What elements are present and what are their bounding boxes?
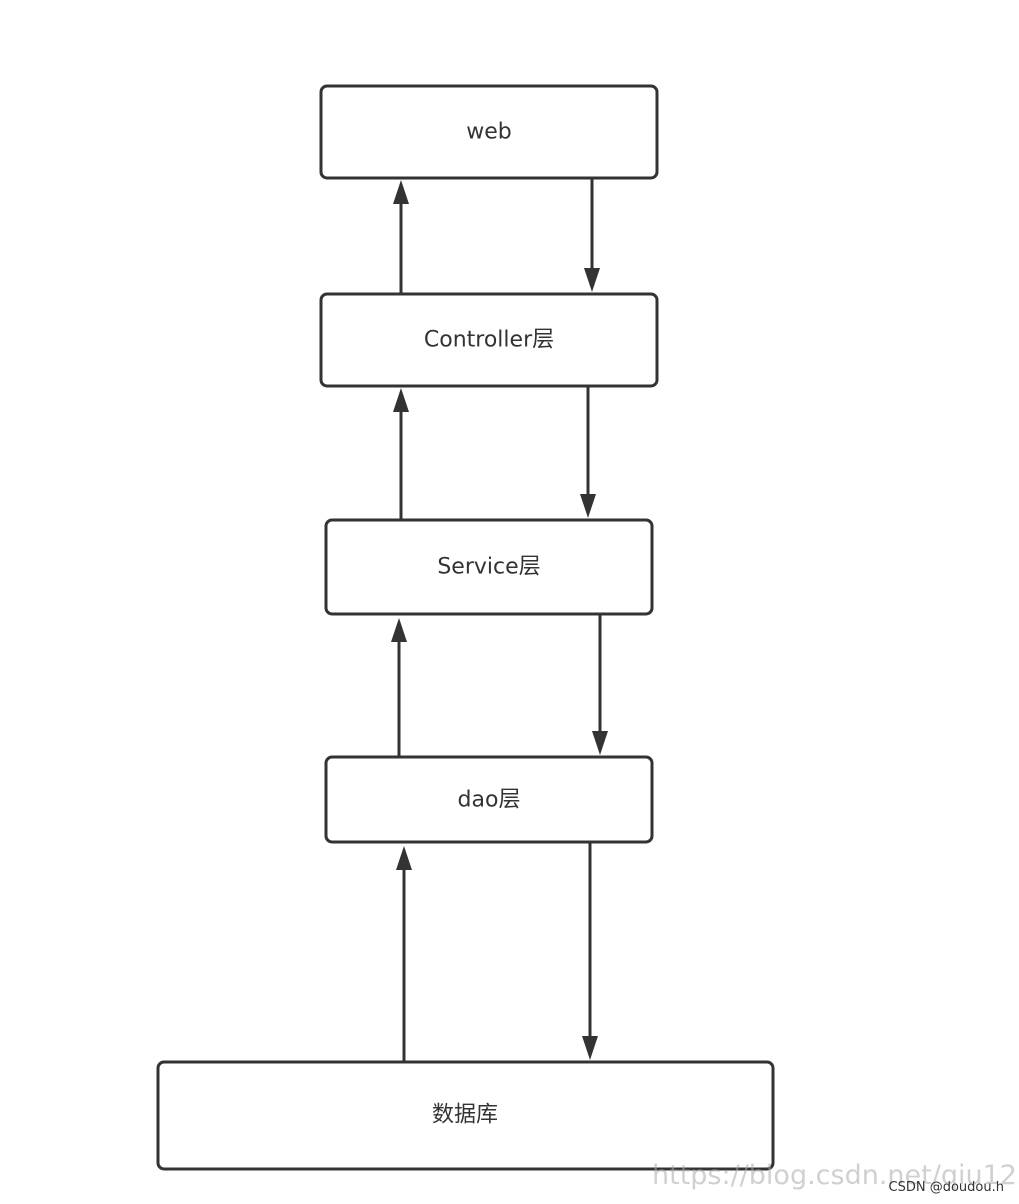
node-service-label: Service层 bbox=[437, 555, 540, 580]
arrow-down-icon bbox=[580, 494, 596, 518]
arrow-dao-to-database bbox=[582, 842, 598, 1060]
node-database: 数据库 bbox=[156, 1060, 775, 1171]
arrow-up-icon bbox=[393, 388, 409, 412]
node-controller-box bbox=[319, 292, 659, 388]
arrow-up-icon bbox=[396, 846, 412, 870]
arrow-down-icon bbox=[582, 1036, 598, 1060]
arrow-down-icon bbox=[584, 268, 600, 292]
node-database-box bbox=[156, 1060, 775, 1171]
arrow-service-to-dao bbox=[592, 614, 608, 755]
arrow-database-to-dao bbox=[396, 846, 412, 1062]
node-controller: Controller层 bbox=[319, 292, 659, 388]
node-service: Service层 bbox=[324, 518, 654, 616]
arrow-down-icon bbox=[592, 731, 608, 755]
node-dao-label: dao层 bbox=[458, 788, 521, 813]
arrow-controller-to-web bbox=[393, 180, 409, 294]
node-database-label: 数据库 bbox=[432, 1103, 498, 1128]
arrow-web-to-controller bbox=[584, 178, 600, 292]
node-service-box bbox=[324, 518, 654, 616]
arrow-up-icon bbox=[393, 180, 409, 204]
arrow-dao-to-service bbox=[391, 618, 407, 757]
watermark-credit: CSDN @doudou.h bbox=[888, 1180, 1004, 1195]
watermark-url: https://blog.csdn.net/qiu1258 bbox=[652, 1160, 1019, 1191]
node-dao: dao层 bbox=[324, 755, 654, 844]
arrow-service-to-controller bbox=[393, 388, 409, 520]
node-web-box bbox=[319, 84, 659, 180]
arrow-up-icon bbox=[391, 618, 407, 642]
node-controller-label: Controller层 bbox=[424, 328, 554, 353]
arrow-controller-to-service bbox=[580, 386, 596, 518]
node-dao-box bbox=[324, 755, 654, 844]
node-web: web bbox=[319, 84, 659, 180]
node-web-label: web bbox=[466, 120, 512, 145]
